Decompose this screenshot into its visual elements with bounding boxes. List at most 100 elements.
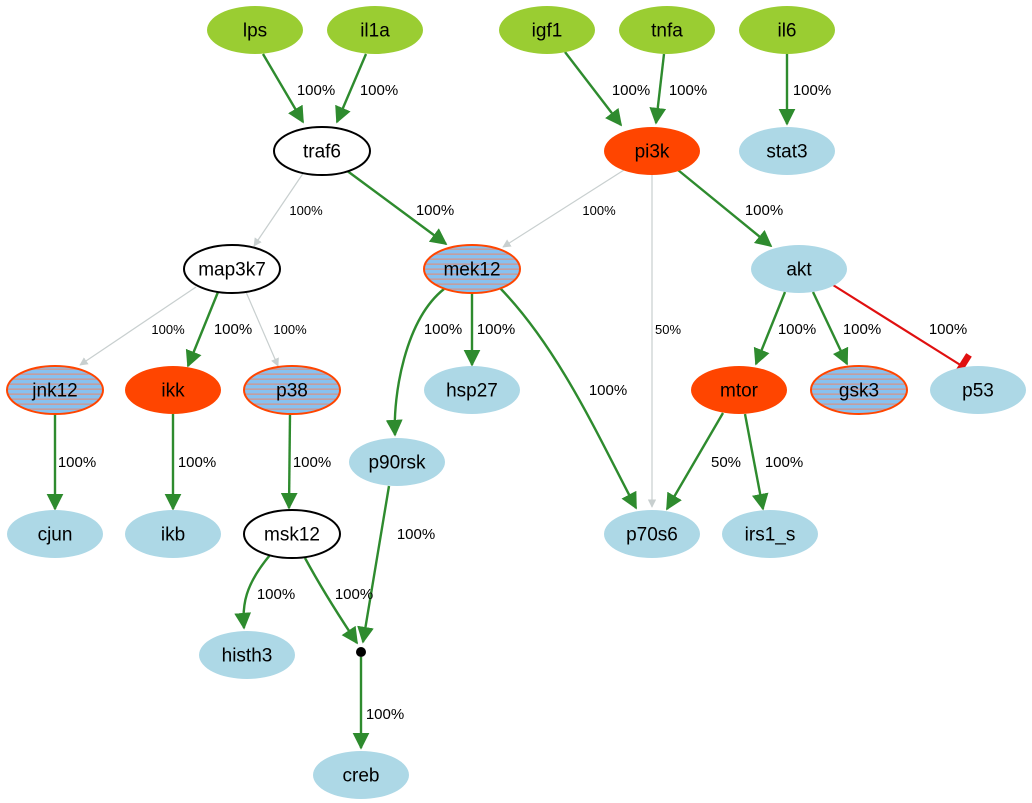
edge-label-pi3k-mek12: 100% — [582, 203, 616, 218]
edge-label-and-creb: 100% — [366, 706, 404, 723]
edge-map3k7-ikk — [185, 291, 220, 368]
node-cjun[interactable]: cjun — [7, 510, 103, 558]
node-label-mtor: mtor — [720, 381, 759, 402]
node-label-hsp27: hsp27 — [446, 381, 498, 402]
node-gsk3[interactable]: gsk3 — [810, 365, 908, 415]
node-label-ikb: ikb — [161, 525, 185, 546]
node-hsp27[interactable]: hsp27 — [424, 366, 520, 414]
node-map3k7[interactable]: map3k7 — [183, 244, 281, 294]
edge-label-mtor-p70s6: 50% — [711, 454, 741, 471]
node-shape-histh3 — [199, 631, 295, 679]
node-shape-traf6 — [273, 126, 371, 176]
node-label-lps: lps — [243, 21, 267, 42]
edge-p38-msk12 — [280, 413, 298, 510]
node-label-p70s6: p70s6 — [626, 525, 678, 546]
node-p38[interactable]: p38 — [243, 365, 341, 415]
edge-akt-p53 — [832, 284, 972, 379]
node-mek12[interactable]: mek12 — [423, 244, 521, 294]
node-ikb[interactable]: ikb — [125, 510, 221, 558]
edge-label-pi3k-akt: 100% — [745, 202, 783, 219]
node-msk12[interactable]: msk12 — [243, 509, 341, 559]
and-gate-dot — [356, 647, 366, 657]
node-mtor[interactable]: mtor — [691, 366, 787, 414]
edge-label-mtor-irs1_s: 100% — [765, 454, 803, 471]
edge-label-map3k7-ikk: 100% — [214, 321, 252, 338]
node-il1a[interactable]: il1a — [327, 6, 423, 54]
edge-mek12-p70s6 — [499, 287, 638, 510]
node-p53[interactable]: p53 — [930, 366, 1026, 414]
edge-label-traf6-map3k7: 100% — [289, 203, 323, 218]
node-label-gsk3: gsk3 — [839, 381, 879, 402]
edge-msk12-and — [303, 557, 358, 645]
node-traf6[interactable]: traf6 — [273, 126, 371, 176]
edge-map3k7-jnk12 — [79, 286, 197, 366]
node-label-traf6: traf6 — [303, 142, 341, 163]
node-shape-gsk3 — [810, 365, 908, 415]
node-label-igf1: igf1 — [532, 21, 563, 42]
edge-mtor-irs1_s — [743, 413, 769, 511]
node-stat3[interactable]: stat3 — [739, 127, 835, 175]
node-shape-cjun — [7, 510, 103, 558]
node-label-creb: creb — [343, 766, 380, 787]
node-shape-p90rsk — [349, 438, 445, 486]
edge-label-traf6-mek12: 100% — [416, 202, 454, 219]
node-il6[interactable]: il6 — [739, 6, 835, 54]
edge-label-mek12-p90rsk: 100% — [424, 321, 462, 338]
node-label-histh3: histh3 — [222, 646, 273, 667]
node-shape-il1a — [327, 6, 423, 54]
node-shape-creb — [313, 751, 409, 799]
node-shape-p53 — [930, 366, 1026, 414]
node-label-msk12: msk12 — [264, 525, 320, 546]
node-label-irs1_s: irs1_s — [745, 525, 796, 546]
node-shape-pi3k — [604, 127, 700, 175]
edge-label-p38-msk12: 100% — [293, 454, 331, 471]
node-shape-msk12 — [243, 509, 341, 559]
edge-label-akt-p53: 100% — [929, 321, 967, 338]
edge-lps-traf6 — [261, 53, 305, 124]
edge-label-il1a-traf6: 100% — [360, 82, 398, 99]
node-shape-tnfa — [619, 6, 715, 54]
node-label-p38: p38 — [276, 381, 308, 402]
node-p90rsk[interactable]: p90rsk — [349, 438, 445, 486]
node-creb[interactable]: creb — [313, 751, 409, 799]
edge-label-p90rsk-and: 100% — [397, 526, 435, 543]
edge-akt-gsk3 — [811, 291, 849, 366]
node-p70s6[interactable]: p70s6 — [604, 510, 700, 558]
node-shape-ikk — [125, 366, 221, 414]
edge-traf6-mek12 — [345, 169, 448, 245]
node-pi3k[interactable]: pi3k — [604, 127, 700, 175]
node-histh3[interactable]: histh3 — [199, 631, 295, 679]
node-shape-map3k7 — [183, 244, 281, 294]
node-ikk[interactable]: ikk — [125, 366, 221, 414]
edge-tnfa-pi3k — [649, 53, 667, 125]
edge-label-akt-mtor: 100% — [778, 321, 816, 338]
node-label-akt: akt — [786, 260, 812, 281]
edge-msk12-histh3 — [234, 554, 271, 630]
edge-label-map3k7-p38: 100% — [273, 322, 307, 337]
edge-label-map3k7-jnk12: 100% — [151, 322, 185, 337]
node-shape-mek12 — [423, 244, 521, 294]
node-shape-akt — [751, 245, 847, 293]
node-label-p90rsk: p90rsk — [368, 453, 426, 474]
node-tnfa[interactable]: tnfa — [619, 6, 715, 54]
node-label-cjun: cjun — [38, 525, 73, 546]
node-akt[interactable]: akt — [751, 245, 847, 293]
edge-label-mek12-p70s6: 100% — [589, 382, 627, 399]
node-jnk12[interactable]: jnk12 — [6, 365, 104, 415]
node-igf1[interactable]: igf1 — [499, 6, 595, 54]
edge-label-pi3k-p70s6: 50% — [655, 322, 681, 337]
node-shape-stat3 — [739, 127, 835, 175]
edge-label-ikk-ikb: 100% — [178, 454, 216, 471]
node-shape-p70s6 — [604, 510, 700, 558]
node-shape-hsp27 — [424, 366, 520, 414]
node-lps[interactable]: lps — [207, 6, 303, 54]
node-label-p53: p53 — [962, 381, 994, 402]
node-shape-irs1_s — [722, 510, 818, 558]
edge-il1a-traf6 — [335, 53, 368, 124]
edge-label-igf1-pi3k: 100% — [612, 82, 650, 99]
node-irs1_s[interactable]: irs1_s — [722, 510, 818, 558]
node-shape-lps — [207, 6, 303, 54]
edge-label-mek12-hsp27: 100% — [477, 321, 515, 338]
